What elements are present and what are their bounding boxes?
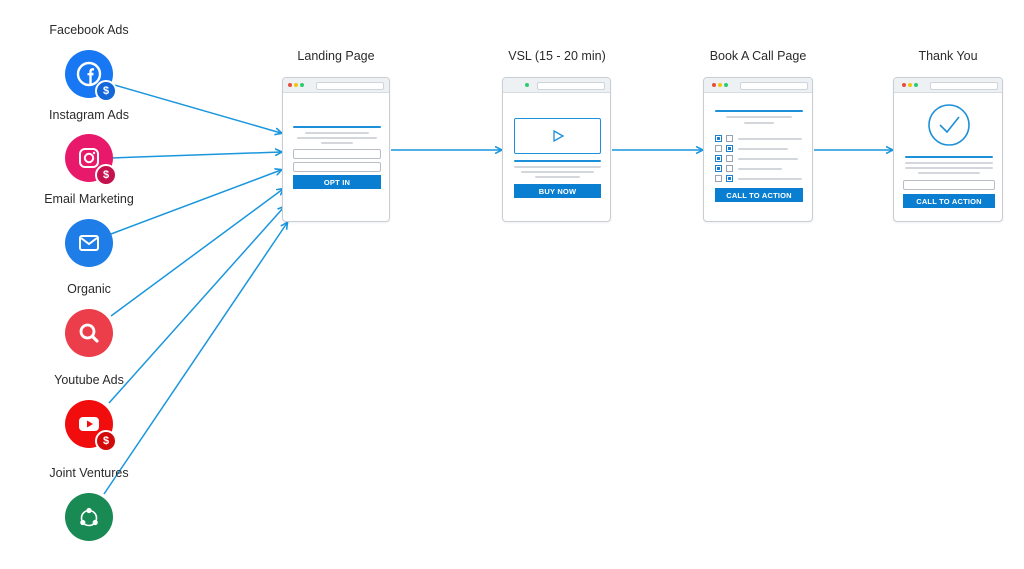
buy-now-button: BUY NOW [514, 184, 601, 198]
source-label-instagram: Instagram Ads [49, 108, 129, 122]
option-line [738, 148, 788, 150]
checkbox-checked [726, 175, 733, 182]
video-player [514, 118, 601, 154]
arrow-youtube-to-landing [108, 207, 284, 404]
page-title-book-call: Book A Call Page [709, 49, 807, 63]
checkbox [715, 145, 722, 152]
address-bar [930, 82, 998, 90]
arrow-instagram-to-landing [110, 152, 281, 159]
window-dot-red [902, 83, 906, 87]
call-to-action-button: CALL TO ACTION [903, 194, 995, 208]
opt-in-button: OPT IN [293, 175, 381, 189]
option-line [738, 138, 802, 140]
source-label-email: Email Marketing [44, 192, 134, 206]
book-call-page-mockup: CALL TO ACTION [703, 77, 813, 222]
window-dot-yellow [294, 83, 298, 87]
window-dot-green [525, 83, 529, 87]
headline-line [715, 110, 803, 112]
window-dot-red [288, 83, 292, 87]
text-line [521, 171, 594, 173]
window-dot-green [914, 83, 918, 87]
address-bar [316, 82, 384, 90]
text-line [535, 176, 580, 178]
input-field [903, 180, 995, 190]
option-line [738, 178, 802, 180]
checkbox [726, 165, 733, 172]
dollar-icon: $ [95, 164, 117, 186]
address-bar [537, 82, 605, 90]
facebook-icon: $ [65, 50, 117, 102]
checkbox-checked [715, 165, 722, 172]
window-dot-yellow [718, 83, 722, 87]
headline-line [293, 126, 381, 128]
arrow-email-to-landing [110, 170, 281, 235]
checkbox [726, 135, 733, 142]
email-field [293, 162, 381, 172]
text-line [726, 116, 792, 118]
text-line [744, 122, 774, 124]
page-title-landing: Landing Page [297, 49, 375, 63]
envelope-icon [65, 219, 113, 267]
search-icon [65, 309, 113, 357]
page-title-thank-you: Thank You [918, 49, 978, 63]
dollar-icon: $ [95, 430, 117, 452]
name-field [293, 149, 381, 159]
source-label-facebook: Facebook Ads [49, 23, 129, 37]
text-line [305, 132, 369, 134]
arrow-jv-to-landing [103, 223, 287, 495]
page-title-vsl: VSL (15 - 20 min) [508, 49, 606, 63]
text-line [905, 162, 993, 164]
window-dot-green [300, 83, 304, 87]
source-label-youtube: Youtube Ads [54, 373, 124, 387]
arrow-facebook-to-landing [110, 83, 281, 133]
headline-line [514, 160, 601, 162]
option-line [738, 168, 782, 170]
window-dot-green [724, 83, 728, 87]
arrow-organic-to-landing [110, 189, 283, 317]
checkbox [726, 155, 733, 162]
thank-you-page-mockup: CALL TO ACTION [893, 77, 1003, 222]
source-label-jv: Joint Ventures [49, 466, 129, 480]
instagram-icon: $ [65, 134, 117, 186]
headline-line [905, 156, 993, 158]
window-dot-yellow [908, 83, 912, 87]
text-line [905, 167, 993, 169]
option-line [738, 158, 798, 160]
browser-bar [704, 78, 812, 93]
browser-bar [503, 78, 610, 93]
text-line [297, 137, 377, 139]
checkbox-checked [715, 155, 722, 162]
vsl-page-mockup: BUY NOW [502, 77, 611, 222]
source-label-organic: Organic [67, 282, 111, 296]
checkbox-checked [715, 135, 722, 142]
call-to-action-button: CALL TO ACTION [715, 188, 803, 202]
checkbox [715, 175, 722, 182]
share-network-icon [65, 493, 113, 541]
text-line [918, 172, 980, 174]
landing-page-mockup: OPT IN [282, 77, 390, 222]
checkmark-circle-icon [927, 103, 971, 147]
youtube-icon: $ [65, 400, 117, 452]
text-line [321, 142, 353, 144]
text-line [514, 166, 601, 168]
browser-bar [894, 78, 1002, 93]
window-dot-red [712, 83, 716, 87]
address-bar [740, 82, 808, 90]
dollar-icon: $ [95, 80, 117, 102]
browser-bar [283, 78, 389, 93]
checkbox-checked [726, 145, 733, 152]
play-icon [552, 129, 564, 143]
